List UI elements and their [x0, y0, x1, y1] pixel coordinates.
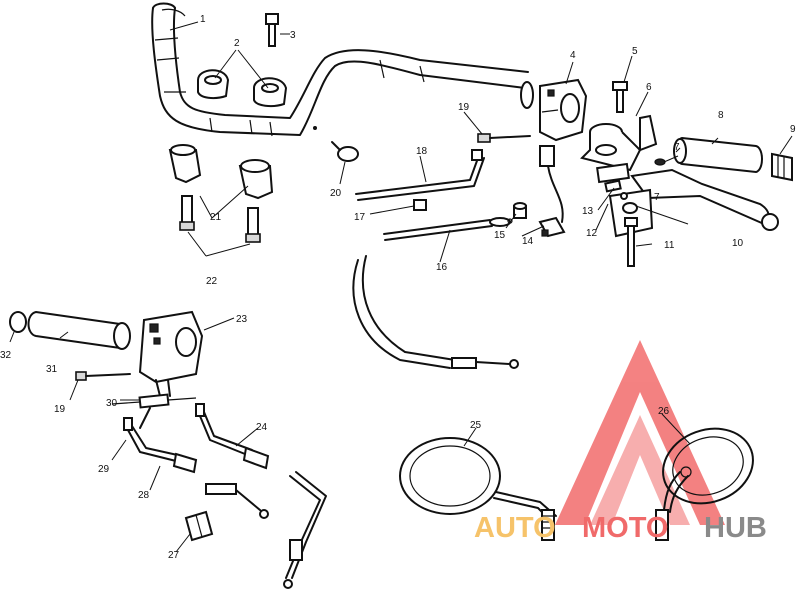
part-cap-15: [513, 202, 527, 219]
label-9: 9: [790, 124, 796, 135]
label-4: 4: [570, 50, 576, 61]
label-32: 32: [0, 350, 12, 361]
label-23: 23: [236, 314, 248, 325]
watermark-text: AUTO MOTO HUB: [474, 512, 767, 544]
part-bar-end-9: [771, 152, 793, 182]
part-right-switch-housing: [539, 78, 588, 142]
label-1: 1: [200, 14, 206, 25]
label-11: 11: [664, 240, 675, 251]
part-right-grip: [673, 136, 763, 174]
label-2: 2: [234, 38, 240, 49]
part-left-grip: [9, 310, 131, 350]
watermark-moto: MOTO: [582, 512, 668, 544]
label-27: 27: [168, 550, 180, 561]
label-18: 18: [416, 146, 428, 157]
watermark-logo: [555, 340, 725, 525]
part-mirror-left: [399, 437, 557, 541]
part-brake-switch-wire: [538, 145, 566, 238]
label-31: 31: [46, 364, 58, 375]
part-screw-19-lower: [75, 371, 131, 381]
part-left-switch-housing: [138, 310, 204, 397]
label-19-upper: 19: [458, 102, 470, 113]
label-7-lower: 7: [654, 192, 660, 203]
label-8: 8: [718, 110, 724, 121]
part-throttle-cable: [352, 255, 519, 369]
part-plate-30: [111, 393, 197, 409]
part-upper-clamps: [197, 69, 288, 108]
label-19-lower: 19: [54, 404, 66, 415]
label-29: 29: [98, 464, 110, 475]
part-cable-28-29: [123, 407, 198, 474]
label-24: 24: [256, 422, 268, 433]
watermark-hub: HUB: [704, 512, 767, 544]
part-bolt-11: [624, 217, 638, 267]
part-small-12-13: [604, 179, 628, 200]
part-brake-lever: [608, 168, 779, 238]
label-12: 12: [586, 228, 598, 239]
part-lower-risers: [168, 144, 274, 243]
part-screw-19-upper: [477, 133, 531, 143]
label-5: 5: [632, 46, 638, 57]
part-sleeve-27: [184, 510, 214, 542]
label-13: 13: [582, 206, 594, 217]
label-21: 21: [210, 212, 222, 223]
part-bolt-3: [265, 13, 279, 47]
part-bolt-5: [612, 81, 628, 113]
part-cable-24: [195, 403, 270, 470]
part-lower-cable: [205, 471, 327, 589]
label-3: 3: [290, 30, 296, 41]
label-15: 15: [494, 230, 506, 241]
label-16: 16: [436, 262, 448, 273]
label-10: 10: [732, 238, 744, 249]
label-6: 6: [646, 82, 652, 93]
label-26: 26: [658, 406, 670, 417]
part-labels: 1 2 3 4 5 6 7 8 9 10 11 12 13 14 15 16 1…: [0, 14, 796, 561]
part-handlebar: [151, 2, 534, 137]
label-22: 22: [206, 276, 218, 287]
label-25: 25: [470, 420, 482, 431]
watermark-auto: AUTO: [474, 512, 556, 544]
label-28: 28: [138, 490, 150, 501]
part-clip-20: [331, 141, 359, 162]
leader-lines: [9, 21, 793, 553]
part-cable-17-18: [355, 149, 485, 211]
part-master-cylinder: [580, 114, 658, 184]
label-17: 17: [354, 212, 366, 223]
label-14: 14: [522, 236, 534, 247]
label-20: 20: [330, 188, 342, 199]
label-30: 30: [106, 398, 118, 409]
label-7-upper: 7: [674, 142, 680, 153]
part-mirror-right: [655, 427, 754, 541]
